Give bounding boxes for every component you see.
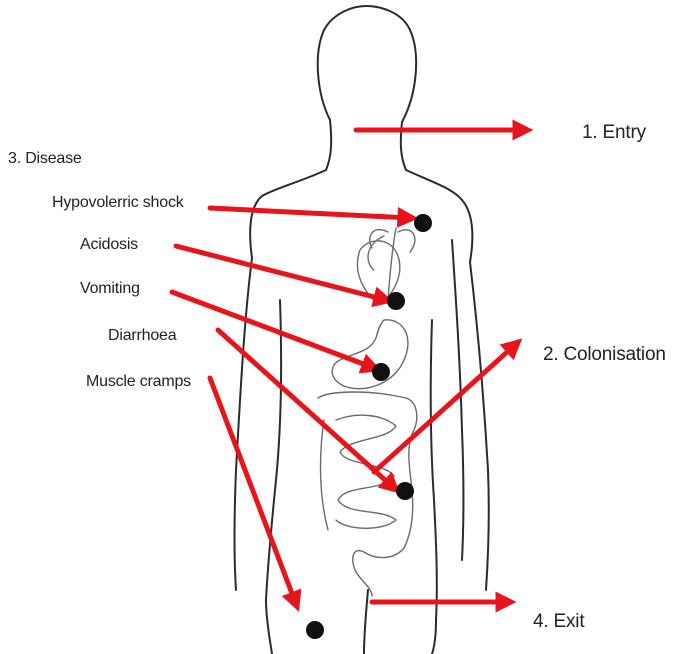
label-disease: 3. Disease bbox=[8, 150, 82, 168]
esophagus bbox=[388, 228, 396, 300]
small-intestine bbox=[336, 415, 396, 528]
dot-diarrhoea bbox=[396, 482, 414, 500]
neck-left bbox=[326, 120, 331, 170]
internal-organs bbox=[318, 228, 417, 596]
arrows bbox=[172, 130, 525, 604]
label-vomiting: Vomiting bbox=[80, 280, 140, 298]
dot-acidosis bbox=[387, 292, 405, 310]
dot-vomiting bbox=[372, 363, 390, 381]
label-hypovolemic-shock: Hypovolerric shock bbox=[52, 194, 184, 212]
shoulder-right bbox=[406, 170, 472, 262]
label-acidosis: Acidosis bbox=[80, 236, 138, 254]
dot-cramps bbox=[306, 621, 324, 639]
label-colonisation: 2. Colonisation bbox=[543, 344, 666, 366]
arrow-muscle-cramps bbox=[210, 378, 296, 604]
appendix bbox=[321, 420, 328, 530]
label-exit: 4. Exit bbox=[533, 611, 584, 633]
arm-right-outer bbox=[470, 262, 489, 590]
arrow-vomiting bbox=[172, 292, 374, 368]
torso-left bbox=[266, 300, 281, 654]
arrow-hypovolemic-shock bbox=[210, 208, 410, 218]
arrow-colonisation bbox=[374, 344, 516, 472]
label-entry: 1. Entry bbox=[582, 122, 646, 144]
dot-shock bbox=[414, 214, 432, 232]
arm-left-outer bbox=[235, 258, 253, 590]
label-muscle-cramps: Muscle cramps bbox=[86, 373, 191, 391]
head-outline bbox=[318, 6, 416, 122]
leg-divider bbox=[364, 590, 368, 654]
label-diarrhoea: Diarrhoea bbox=[108, 327, 176, 345]
arrow-acidosis bbox=[176, 246, 386, 300]
